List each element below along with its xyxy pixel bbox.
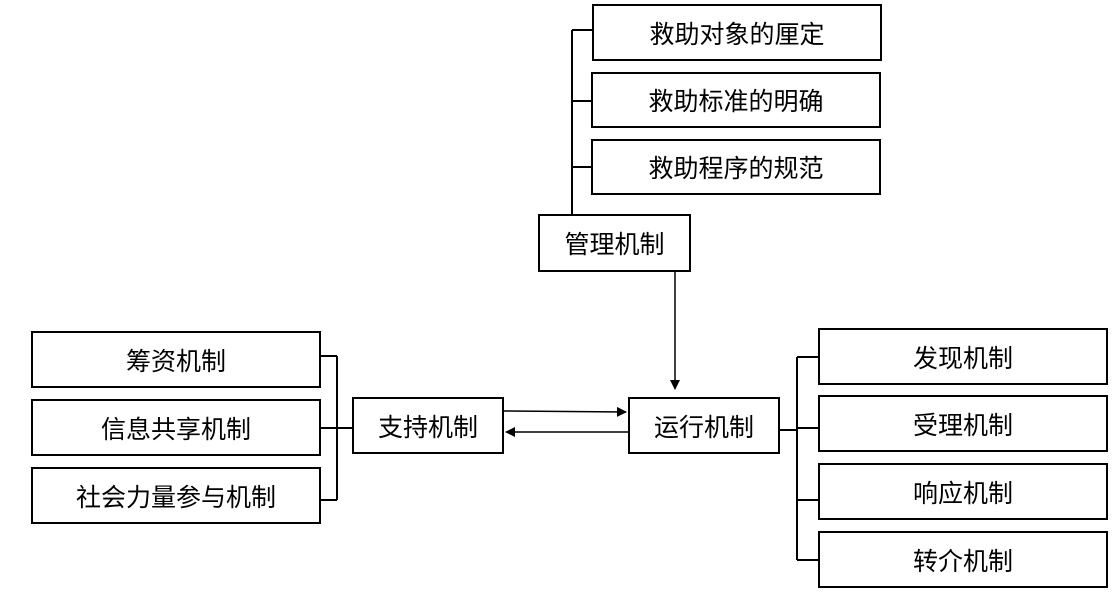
support-item-info-sharing: 信息共享机制 [31,399,321,456]
operation-mechanism-node: 运行机制 [628,397,780,454]
management-item-standard: 救助标准的明确 [591,72,881,128]
operation-item-acceptance: 受理机制 [818,395,1108,452]
operation-bracket [779,356,818,561]
management-bracket [571,29,592,214]
support-item-social-participation: 社会力量参与机制 [31,467,321,524]
management-item-procedure: 救助程序的规范 [591,139,881,195]
support-bracket [320,355,352,501]
operation-item-referral: 转介机制 [818,531,1108,588]
support-mechanism-node: 支持机制 [352,397,504,454]
arrow-support-to-operation [503,406,627,417]
management-item-object: 救助对象的厘定 [592,4,882,61]
operation-item-discovery: 发现机制 [818,328,1108,385]
operation-item-response: 响应机制 [818,463,1108,520]
management-mechanism-node: 管理机制 [538,214,691,272]
support-item-funding: 筹资机制 [31,331,321,388]
